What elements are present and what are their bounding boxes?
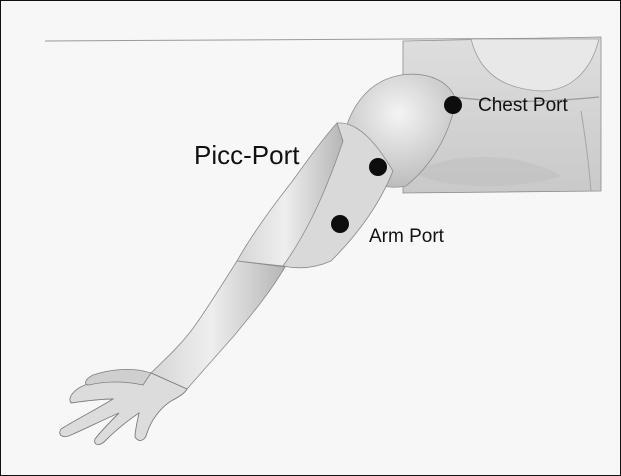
chest-port-marker [444,96,462,114]
hand-shape [60,373,187,445]
picc-port-label: Picc-Port [194,142,299,168]
chest-port-label: Chest Port [478,96,568,115]
arm-port-marker [331,215,349,233]
forearm-shape [151,261,285,389]
arm-port-label: Arm Port [369,227,444,246]
picc-port-marker [369,158,387,176]
